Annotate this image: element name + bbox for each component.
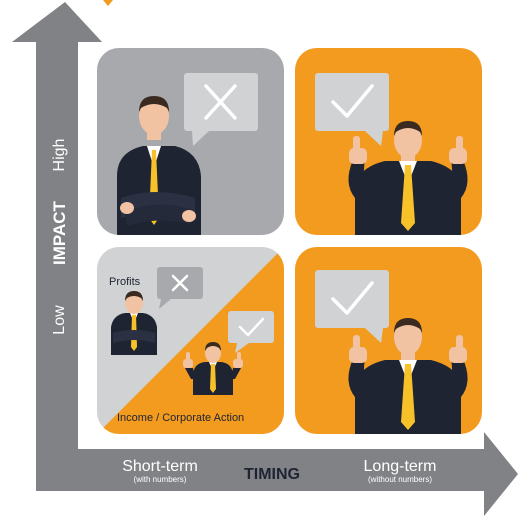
- speech-bubble-x: [157, 267, 203, 309]
- person-figure-small-thumbs: [183, 342, 243, 395]
- quadrant-high-long: [295, 48, 482, 235]
- businessman-thumbs-up: [315, 270, 468, 434]
- person-figure: [348, 318, 468, 434]
- y-axis-title: IMPACT: [50, 201, 69, 265]
- speech-bubble-check: [315, 270, 389, 343]
- y-high-label: High: [51, 138, 68, 172]
- x-short-label: Short-term (with numbers): [100, 459, 220, 485]
- x-short-title: Short-term: [122, 458, 198, 475]
- check-icon: [331, 84, 374, 118]
- x-icon: [171, 274, 189, 292]
- person-figure: [348, 121, 468, 235]
- check-icon: [238, 317, 265, 337]
- x-long-subtitle: (without numbers): [367, 475, 433, 484]
- split-background: [97, 247, 284, 434]
- quadrant-low-short: Profits Income / Corporate Action: [97, 247, 284, 434]
- speech-bubble-check: [228, 311, 274, 353]
- businessman-thumbs-up: [315, 73, 468, 235]
- businessman-arms-crossed: [117, 73, 258, 235]
- income-label: Income / Corporate Action: [117, 412, 245, 424]
- person-figure: [117, 96, 201, 235]
- quadrant-high-short: [97, 48, 284, 235]
- x-icon: [204, 84, 237, 120]
- check-icon: [331, 281, 374, 315]
- x-long-title: Long-term: [363, 458, 437, 475]
- speech-bubble-x: [184, 73, 258, 146]
- profits-label: Profits: [109, 276, 141, 288]
- speech-bubble-check: [315, 73, 389, 146]
- x-long-label: Long-term (without numbers): [335, 459, 465, 485]
- x-axis-title: TIMING: [244, 466, 300, 483]
- x-short-subtitle: (with numbers): [133, 475, 187, 484]
- y-low-label: Low: [51, 305, 68, 335]
- quadrant-low-long: [295, 247, 482, 434]
- person-figure-small: [111, 291, 157, 355]
